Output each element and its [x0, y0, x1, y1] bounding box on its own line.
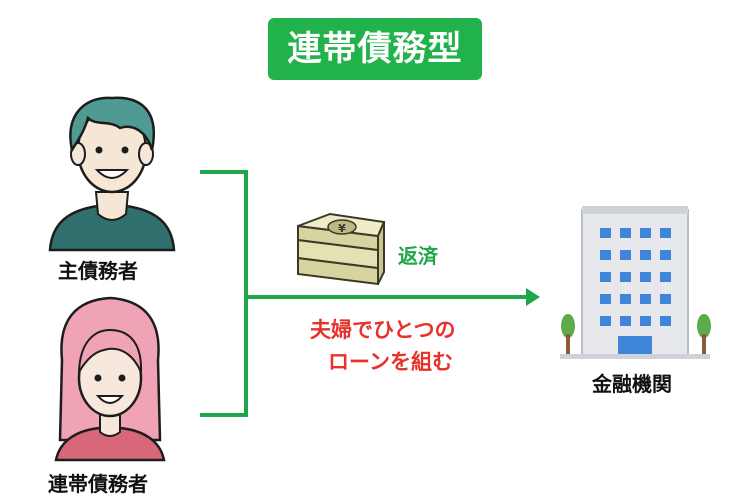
man-avatar-icon: [48, 96, 176, 252]
connector-lines: [200, 170, 528, 417]
yen-symbol: ¥: [338, 222, 346, 235]
woman-avatar-icon: [54, 296, 166, 462]
repayment-label: 返済: [398, 244, 438, 268]
primary-debtor-label: 主債務者: [58, 259, 138, 283]
bracket-line: [200, 170, 248, 417]
money-bundle-icon: [297, 212, 386, 286]
bank-label: 金融機関: [592, 372, 672, 396]
page-title: 連帯債務型: [268, 18, 482, 80]
arrow-head-icon: [526, 288, 540, 306]
loan-note-line2: ローンを組む: [328, 350, 453, 374]
joint-debtor-label: 連帯債務者: [48, 472, 148, 496]
loan-note-line1: 夫婦でひとつの: [310, 318, 456, 342]
bank-building-icon: [560, 206, 711, 359]
